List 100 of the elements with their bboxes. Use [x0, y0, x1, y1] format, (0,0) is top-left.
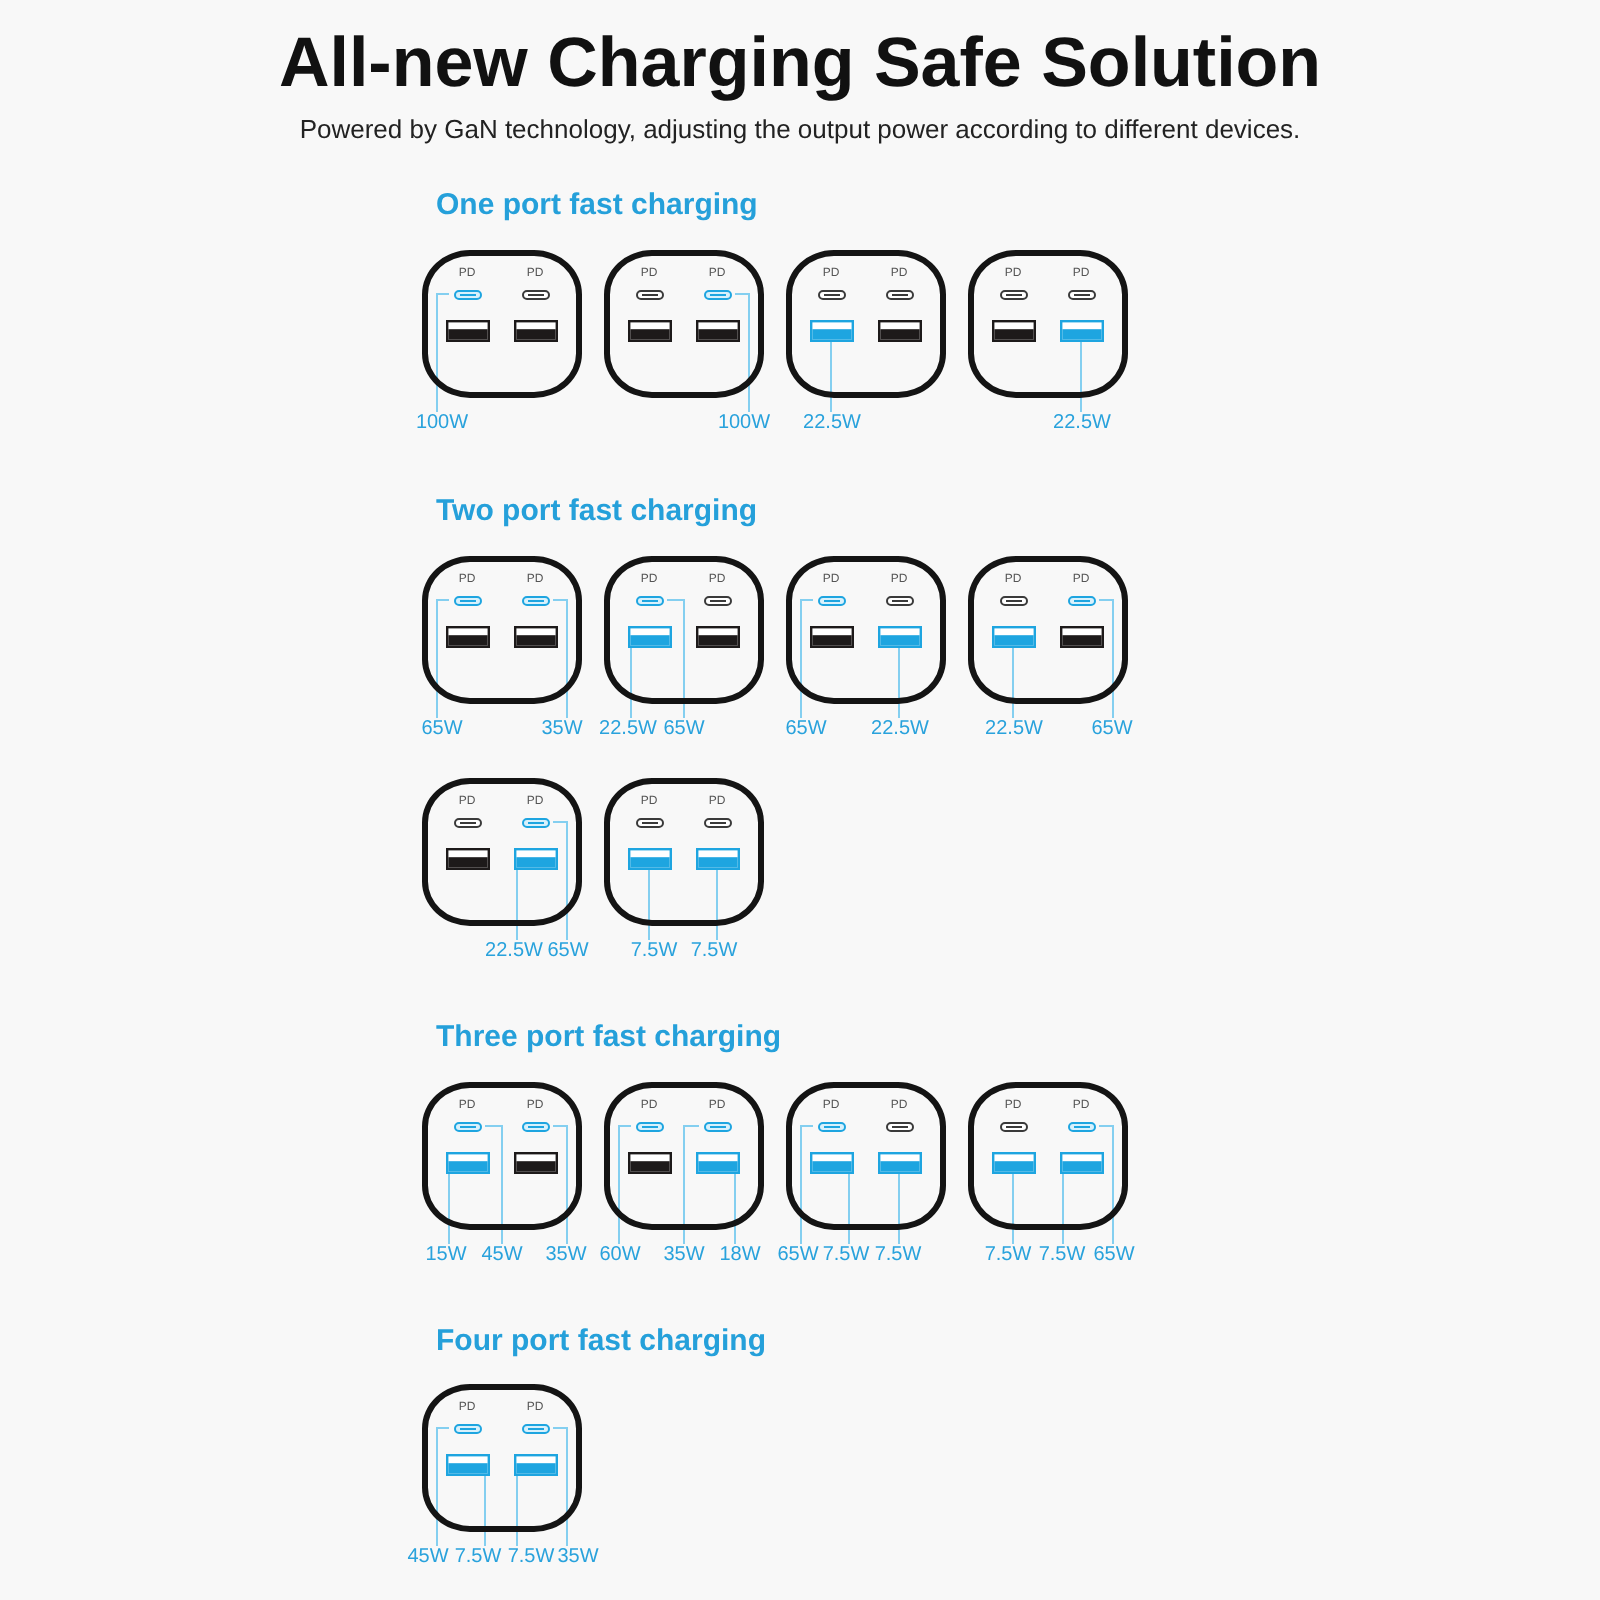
- usb-a-port-icon: [445, 1453, 489, 1475]
- wattage-label: 22.5W: [599, 718, 657, 742]
- charger-outline: [422, 250, 582, 398]
- wattage-label: 35W: [663, 1244, 705, 1268]
- usb-a-port-icon: [695, 1151, 739, 1173]
- charger-outline: [604, 250, 764, 398]
- usb-a-port-icon: [695, 319, 739, 341]
- wattage-label: 45W: [481, 1244, 523, 1268]
- charger-outline: [968, 556, 1128, 704]
- leader-line: [1098, 599, 1114, 719]
- wattage-label: 60W: [599, 1244, 641, 1268]
- charger-outline: [422, 778, 582, 926]
- charger-outline: [968, 250, 1128, 398]
- wattage-label: 22.5W: [485, 940, 543, 964]
- wattage-label: 35W: [557, 1546, 599, 1570]
- wattage-label: 7.5W: [630, 940, 678, 964]
- usb-a-port-icon: [877, 319, 921, 341]
- wattage-label: 7.5W: [874, 1244, 922, 1268]
- usb-a-port-icon: [627, 319, 671, 341]
- leader-line: [484, 1474, 486, 1547]
- wattage-label: 65W: [1091, 718, 1133, 742]
- usb-a-port-icon: [991, 319, 1035, 341]
- usb-a-port-icon: [809, 625, 853, 647]
- wattage-label: 22.5W: [803, 412, 861, 436]
- charger-outline: [786, 1082, 946, 1230]
- leader-line: [1098, 1125, 1114, 1245]
- section-heading: Three port fast charging: [436, 1020, 782, 1056]
- leader-line: [800, 1125, 814, 1245]
- usb-a-port-icon: [1059, 1151, 1103, 1173]
- leader-line: [436, 599, 450, 719]
- charger-outline: [422, 1384, 582, 1532]
- leader-line: [618, 1125, 632, 1245]
- usb-a-port-icon: [513, 847, 557, 869]
- usb-a-port-icon: [513, 1453, 557, 1475]
- wattage-label: 65W: [1093, 1244, 1135, 1268]
- leader-line: [516, 1474, 518, 1547]
- wattage-label: 65W: [785, 718, 827, 742]
- leader-line: [552, 1427, 568, 1547]
- leader-line: [1062, 1172, 1064, 1245]
- charger-outline: [786, 556, 946, 704]
- usb-a-port-icon: [627, 847, 671, 869]
- leader-line: [666, 599, 685, 719]
- usb-a-port-icon: [809, 319, 853, 341]
- usb-a-port-icon: [809, 1151, 853, 1173]
- leader-line: [552, 599, 568, 719]
- leader-line: [436, 293, 450, 413]
- usb-a-port-icon: [445, 625, 489, 647]
- leader-line: [734, 293, 750, 413]
- subtitle: Powered by GaN technology, adjusting the output power according to different devices.: [299, 114, 1301, 146]
- leader-line: [848, 1172, 850, 1245]
- wattage-label: 35W: [541, 718, 583, 742]
- charger-outline: [968, 1082, 1128, 1230]
- title: All-new Charging Safe Solution: [278, 24, 1322, 104]
- usb-a-port-icon: [445, 1151, 489, 1173]
- usb-a-port-icon: [627, 625, 671, 647]
- section-heading: Two port fast charging: [436, 494, 758, 530]
- usb-a-port-icon: [877, 625, 921, 647]
- wattage-label: 65W: [663, 718, 705, 742]
- wattage-label: 22.5W: [871, 718, 929, 742]
- wattage-label: 65W: [421, 718, 463, 742]
- usb-a-port-icon: [627, 1151, 671, 1173]
- charger-outline: [786, 250, 946, 398]
- wattage-label: 22.5W: [1053, 412, 1111, 436]
- leader-line: [552, 1125, 568, 1245]
- wattage-label: 100W: [717, 412, 771, 436]
- usb-a-port-icon: [513, 1151, 557, 1173]
- wattage-label: 100W: [415, 412, 469, 436]
- leader-line: [516, 868, 518, 941]
- section-heading: One port fast charging: [436, 188, 758, 224]
- usb-a-port-icon: [695, 847, 739, 869]
- wattage-label: 7.5W: [454, 1546, 502, 1570]
- wattage-label: 35W: [545, 1244, 587, 1268]
- usb-a-port-icon: [991, 1151, 1035, 1173]
- section-heading: Four port fast charging: [436, 1324, 766, 1360]
- usb-a-port-icon: [1059, 319, 1103, 341]
- wattage-label: 18W: [719, 1244, 761, 1268]
- usb-a-port-icon: [877, 1151, 921, 1173]
- wattage-label: 22.5W: [985, 718, 1043, 742]
- leader-line: [552, 821, 568, 941]
- charger-outline: [604, 556, 764, 704]
- leader-line: [484, 1125, 503, 1245]
- usb-a-port-icon: [513, 319, 557, 341]
- usb-a-port-icon: [1059, 625, 1103, 647]
- wattage-label: 45W: [407, 1546, 449, 1570]
- charger-outline: [422, 556, 582, 704]
- charger-outline: [604, 1082, 764, 1230]
- wattage-label: 7.5W: [690, 940, 738, 964]
- usb-a-port-icon: [695, 625, 739, 647]
- wattage-label: 65W: [777, 1244, 819, 1268]
- leader-line: [436, 1427, 450, 1547]
- wattage-label: 7.5W: [1038, 1244, 1086, 1268]
- charger-outline: [422, 1082, 582, 1230]
- usb-a-port-icon: [445, 319, 489, 341]
- leader-line: [800, 599, 814, 719]
- wattage-label: 7.5W: [822, 1244, 870, 1268]
- wattage-label: 65W: [547, 940, 589, 964]
- wattage-label: 15W: [425, 1244, 467, 1268]
- charger-outline: [604, 778, 764, 926]
- usb-a-port-icon: [991, 625, 1035, 647]
- wattage-label: 7.5W: [984, 1244, 1032, 1268]
